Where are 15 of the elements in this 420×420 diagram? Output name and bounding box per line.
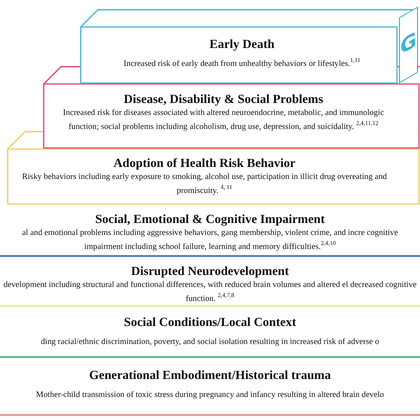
layer-heading: Early Death <box>210 37 274 52</box>
layer-description: development including structural and functional differences, with reduced brain volumes and altered el decreased cognitive function. $^{2,4,7,8}$ <box>2 280 418 304</box>
layer-heading: Social Conditions/Local Context <box>124 315 296 330</box>
layer-description: al and emotional problems including aggressive behaviors, gang membership, violent crime, and incre cognitive impairment including school failure, learning and memory difficulties.$^{2,4,10}$ <box>21 228 399 252</box>
layer-description: ding racial/ethnic discrimination, poverty, and social isolation resulting in increased risk of adverse o <box>40 337 380 348</box>
layer-heading: Adoption of Health Risk Behavior <box>114 156 296 171</box>
layer-heading: Disrupted Neurodevelopment <box>131 264 289 279</box>
layer-description: Increased risk of early death from unhealthy behaviors or lifestyles.$^{1,11}$ <box>124 57 360 70</box>
layer-description: Increased risk for diseases associated with altered neuroendocrine, metabolic, and immunologic function; social problems including alcoholism, drug use, depression, and suicidality. $^{2,4,11,12}$ <box>62 108 385 132</box>
layer-heading: Disease, Disability & Social Problems <box>124 92 324 107</box>
layer-description: Risky behaviors including early exposure to smoking, alcohol use, participation in illicit drug overeating and promiscuity. $^{4, 11}$ <box>21 172 388 196</box>
layer-heading: Generational Embodiment/Historical trauma <box>89 368 331 383</box>
layer-description: Mother-child transmission of toxic stress during pregnancy and infancy resulting in altered brain develo <box>36 390 384 400</box>
layer-heading: Social, Emotional & Cognitive Impairment <box>95 212 325 227</box>
layer-block <box>7 131 420 205</box>
